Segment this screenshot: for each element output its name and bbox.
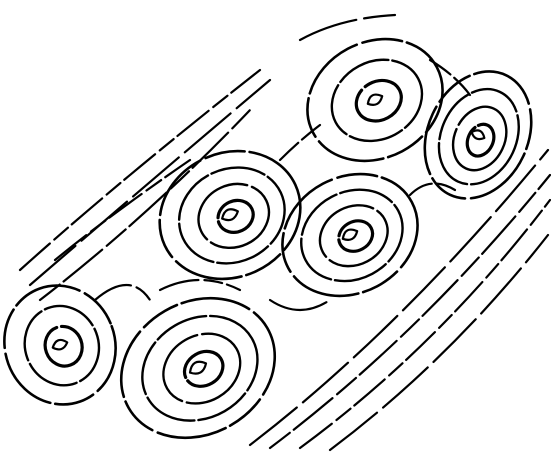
sketch-illustration [0, 0, 551, 457]
background [0, 0, 551, 457]
